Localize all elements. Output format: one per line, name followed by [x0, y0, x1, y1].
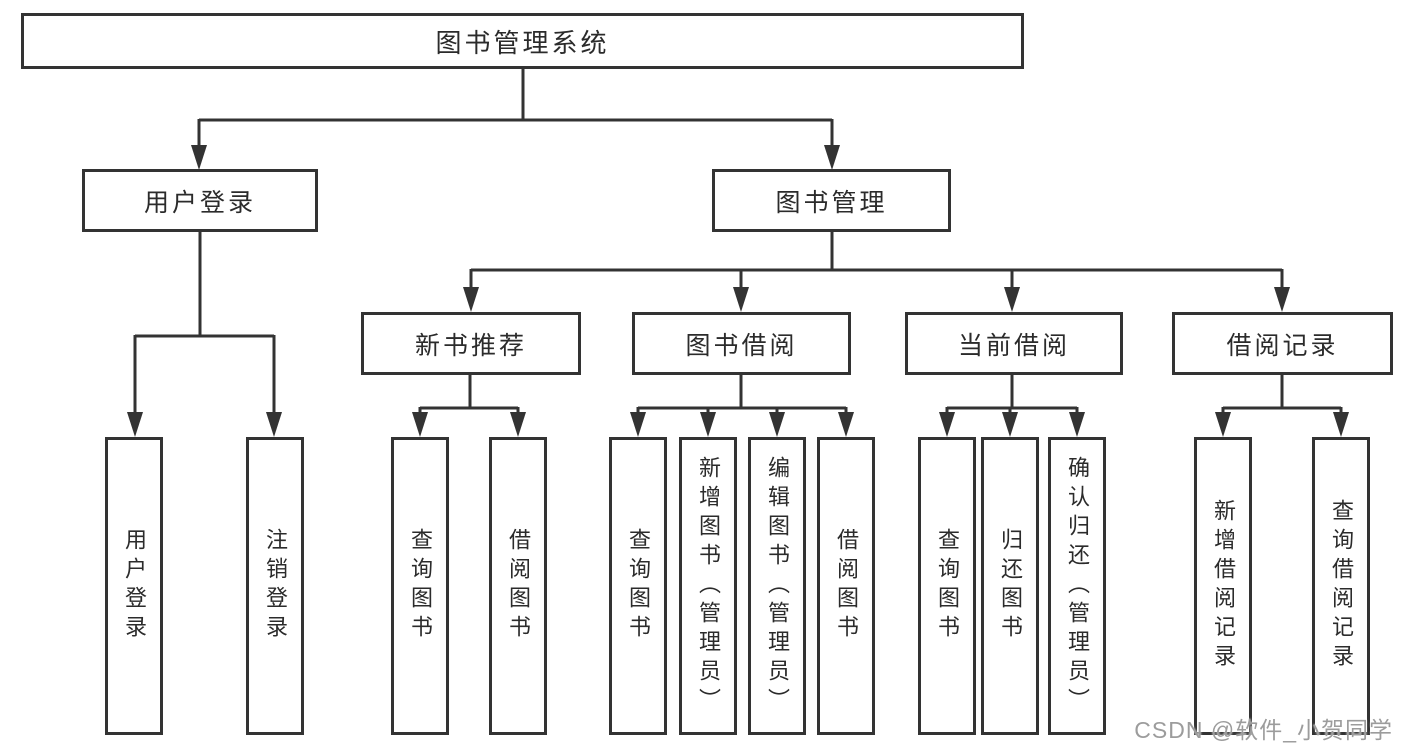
leaf-borrowing-edit-books-admin-label: 编辑图书（管理员）: [765, 455, 790, 717]
leaf-newbook-query-books: 查询图书: [391, 437, 449, 735]
node-book-management-label: 图书管理: [775, 188, 888, 217]
leaf-current-confirm-return-admin: 确认归还（管理员）: [1048, 437, 1106, 735]
leaf-current-return-books-label: 归还图书: [998, 528, 1023, 644]
csdn-watermark: CSDN @软件_小贺同学: [1134, 717, 1393, 743]
node-new-book-recommend-label: 新书推荐: [414, 331, 527, 360]
leaf-newbook-query-books-label: 查询图书: [408, 528, 433, 644]
node-new-book-recommend: 新书推荐: [361, 312, 581, 375]
leaf-records-add-borrow-record: 新增借阅记录: [1194, 437, 1252, 735]
leaf-current-query-books-label: 查询图书: [935, 528, 960, 644]
node-current-borrowing-label: 当前借阅: [957, 331, 1070, 360]
leaf-current-confirm-return-admin-label: 确认归还（管理员）: [1065, 455, 1090, 717]
node-book-management: 图书管理: [712, 169, 951, 232]
leaf-records-query-borrow-record-label: 查询借阅记录: [1329, 499, 1354, 673]
node-root-label: 图书管理系统: [435, 27, 610, 58]
leaf-logout-label: 注销登录: [263, 528, 288, 644]
node-user-login: 用户登录: [82, 169, 318, 232]
leaf-logout: 注销登录: [246, 437, 304, 735]
leaf-user-login: 用户登录: [105, 437, 163, 735]
leaf-borrowing-edit-books-admin: 编辑图书（管理员）: [748, 437, 806, 735]
leaf-borrowing-query-books-label: 查询图书: [626, 528, 651, 644]
leaf-current-query-books: 查询图书: [918, 437, 976, 735]
node-root-system: 图书管理系统: [21, 13, 1024, 69]
leaf-borrowing-query-books: 查询图书: [609, 437, 667, 735]
leaf-newbook-borrow-books-label: 借阅图书: [506, 528, 531, 644]
leaf-borrowing-add-books-admin-label: 新增图书（管理员）: [696, 455, 721, 717]
leaf-borrowing-borrow-books: 借阅图书: [817, 437, 875, 735]
arrowheads: [127, 145, 1349, 437]
node-user-login-label: 用户登录: [143, 188, 256, 217]
leaf-newbook-borrow-books: 借阅图书: [489, 437, 547, 735]
node-borrow-records: 借阅记录: [1172, 312, 1393, 375]
leaf-records-add-borrow-record-label: 新增借阅记录: [1211, 499, 1236, 673]
node-borrow-records-label: 借阅记录: [1226, 331, 1339, 360]
leaf-records-query-borrow-record: 查询借阅记录: [1312, 437, 1370, 735]
node-book-borrowing: 图书借阅: [632, 312, 851, 375]
leaf-user-login-label: 用户登录: [122, 528, 147, 644]
node-current-borrowing: 当前借阅: [905, 312, 1123, 375]
leaf-current-return-books: 归还图书: [981, 437, 1039, 735]
leaf-borrowing-borrow-books-label: 借阅图书: [834, 528, 859, 644]
leaf-borrowing-add-books-admin: 新增图书（管理员）: [679, 437, 737, 735]
node-book-borrowing-label: 图书借阅: [685, 331, 798, 360]
